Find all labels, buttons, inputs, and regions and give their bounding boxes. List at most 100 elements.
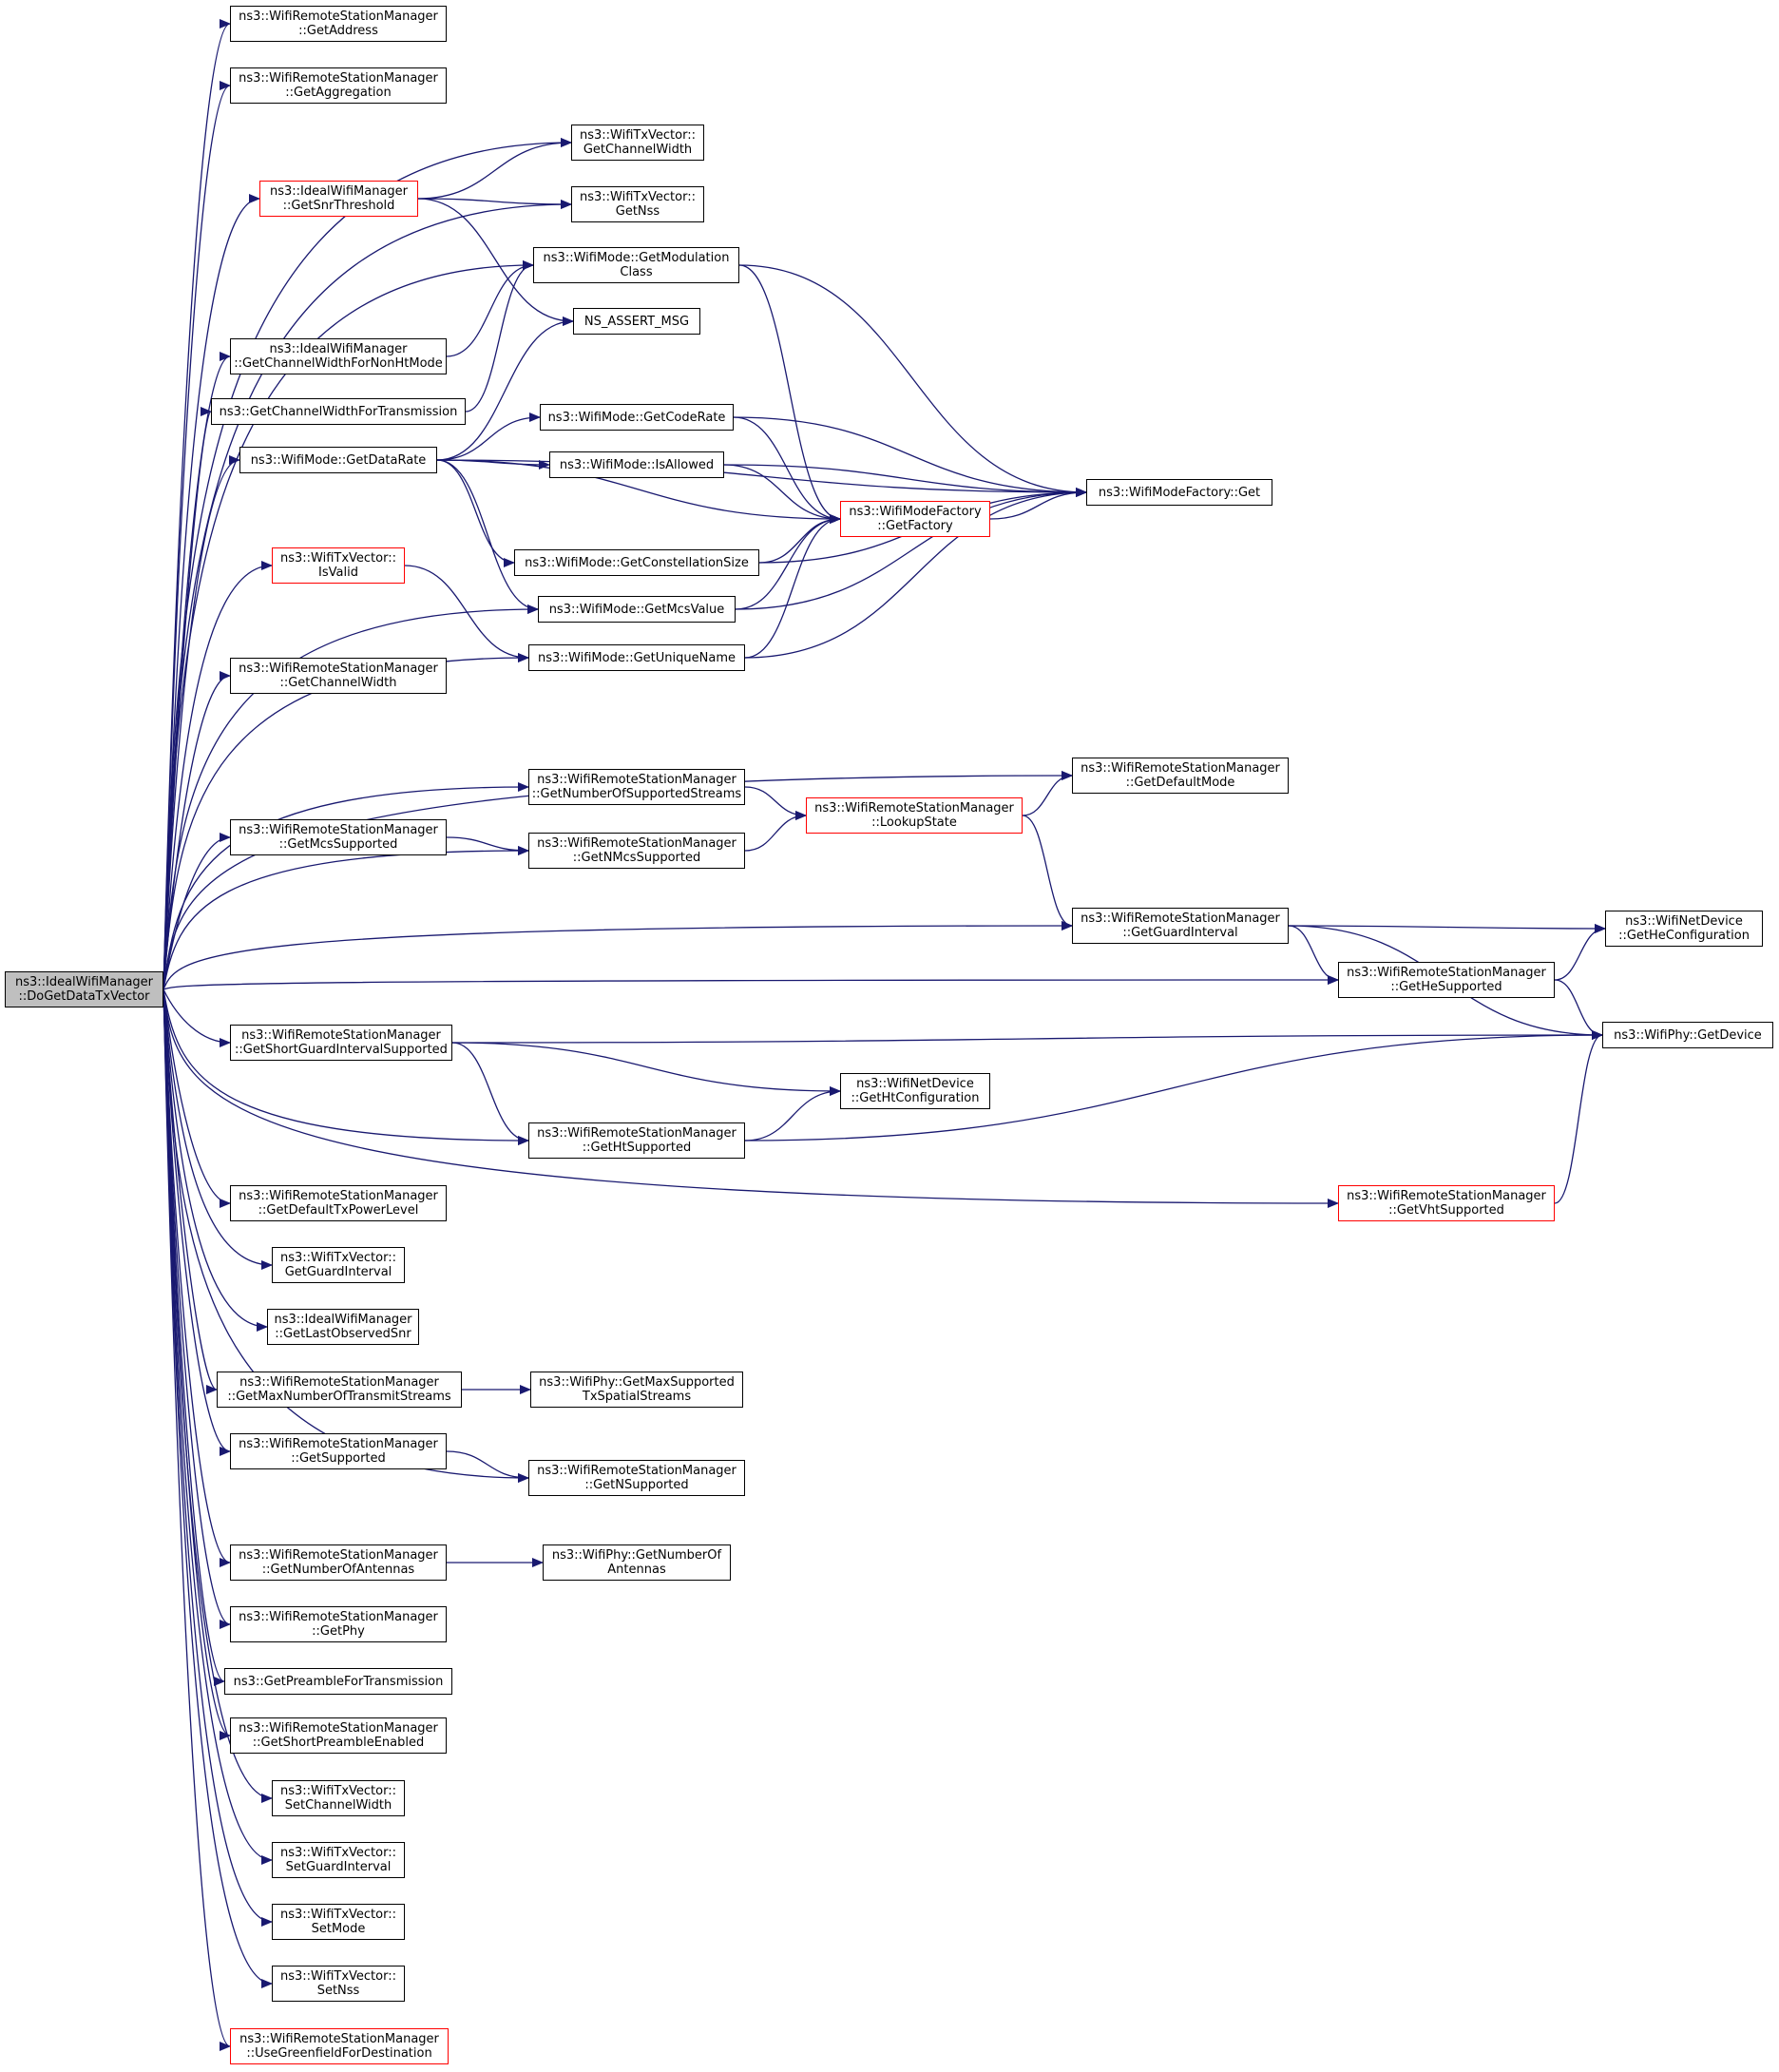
node-getnmcssupported[interactable]: ns3::WifiRemoteStationManager::GetNMcsSu… [528, 833, 745, 869]
node-getnumberofsupportedstreams[interactable]: ns3::WifiRemoteStationManager::GetNumber… [528, 769, 745, 805]
node-label: ns3::WifiRemoteStationManager [537, 836, 736, 851]
node-getpreamblefortransmission[interactable]: ns3::GetPreambleForTransmission [224, 1668, 452, 1695]
edge-n_getdatarate-to-n_getconstellation [436, 459, 515, 567]
node-label: ns3::IdealWifiManager [14, 975, 154, 989]
node-gethesupported[interactable]: ns3::WifiRemoteStationManager::GetHeSupp… [1338, 962, 1555, 998]
edge-n_getchwidthnonht-to-n_getmodulationclass [446, 260, 534, 357]
node-getmcsvalue[interactable]: ns3::WifiMode::GetMcsValue [538, 596, 736, 623]
node-txvector-setmode[interactable]: ns3::WifiTxVector::SetMode [272, 1904, 405, 1940]
node-getdefaulttxpowerlevel[interactable]: ns3::WifiRemoteStationManager::GetDefaul… [230, 1185, 447, 1221]
node-wifimodefactory-get[interactable]: ns3::WifiModeFactory::Get [1086, 479, 1272, 506]
edge-root-to-n_getsgisupported [163, 988, 231, 1047]
node-getaddress[interactable]: ns3::WifiRemoteStationManager::GetAddres… [230, 6, 447, 42]
edge-n_getuniquename-to-n_modefactory_get [744, 488, 1087, 659]
node-getmaxnumberoftransmitstreams[interactable]: ns3::WifiRemoteStationManager::GetMaxNum… [217, 1372, 462, 1408]
node-getnsupported[interactable]: ns3::WifiRemoteStationManager::GetNSuppo… [528, 1460, 745, 1496]
node-txvector-getnss[interactable]: ns3::WifiTxVector::GetNss [571, 186, 704, 222]
edge-n_getconstellation-to-n_getfactory [758, 514, 841, 564]
node-getcoderate[interactable]: ns3::WifiMode::GetCodeRate [540, 404, 734, 431]
edge-root-to-n_getnmcssupported [163, 846, 529, 990]
node-remotestation-getchannelwidth[interactable]: ns3::WifiRemoteStationManager::GetChanne… [230, 658, 447, 694]
node-getchannelwidthfortransmission[interactable]: ns3::GetChannelWidthForTransmission [211, 398, 466, 425]
node-getuniquename[interactable]: ns3::WifiMode::GetUniqueName [528, 644, 745, 671]
node-getsupported[interactable]: ns3::WifiRemoteStationManager::GetSuppor… [230, 1433, 447, 1469]
node-gethtsupported[interactable]: ns3::WifiRemoteStationManager::GetHtSupp… [528, 1122, 745, 1159]
edge-n_getsgisupported-to-n_gethtsupported [451, 1042, 529, 1145]
node-label: ns3::WifiNetDevice [1625, 914, 1743, 929]
node-label: ::GetGuardInterval [1122, 926, 1238, 940]
node-getnumberofantennas[interactable]: ns3::WifiRemoteStationManager::GetNumber… [230, 1544, 447, 1581]
node-label: ns3::WifiRemoteStationManager [239, 1721, 438, 1736]
node-label: Class [620, 265, 653, 279]
node-label: SetGuardInterval [285, 1860, 392, 1874]
node-label: GetGuardInterval [284, 1265, 392, 1279]
node-label: ::GetSnrThreshold [282, 199, 395, 213]
node-label: ns3::WifiPhy::GetDevice [1614, 1027, 1762, 1043]
node-label: ns3::WifiRemoteStationManager [239, 1548, 438, 1563]
node-label: ns3::WifiTxVector:: [279, 1251, 396, 1265]
edge-n_txv_isvalid-to-n_getuniquename [404, 565, 529, 662]
node-getchannelwidthfornonhtmode[interactable]: ns3::IdealWifiManager::GetChannelWidthFo… [230, 338, 447, 374]
node-label: ns3::WifiRemoteStationManager [239, 1189, 438, 1203]
node-label: ns3::WifiMode::GetConstellationSize [525, 555, 749, 570]
node-txvector-getchannelwidth[interactable]: ns3::WifiTxVector::GetChannelWidth [571, 125, 704, 161]
node-txvector-isvalid[interactable]: ns3::WifiTxVector::IsValid [272, 547, 405, 584]
node-label: ns3::WifiMode::GetModulation [543, 251, 730, 265]
node-getsnrthreshold[interactable]: ns3::IdealWifiManager::GetSnrThreshold [259, 181, 418, 217]
node-txvector-setnss[interactable]: ns3::WifiTxVector::SetNss [272, 1966, 405, 2002]
edge-n_gethesupported-to-n_phy_getdevice [1554, 979, 1603, 1040]
node-getheconfiguration[interactable]: ns3::WifiNetDevice::GetHeConfiguration [1605, 911, 1763, 947]
node-root[interactable]: ns3::IdealWifiManager::DoGetDataTxVector [5, 971, 163, 1007]
edge-n_getmcssupported-to-n_getnmcssupported [446, 836, 529, 855]
node-txvector-setchannelwidth[interactable]: ns3::WifiTxVector::SetChannelWidth [272, 1780, 405, 1816]
edge-root-to-n_getsnrthreshold [163, 194, 260, 990]
node-label: ns3::WifiTxVector:: [279, 1784, 396, 1798]
node-label: ns3::WifiRemoteStationManager [537, 1126, 736, 1141]
node-getphy[interactable]: ns3::WifiRemoteStationManager::GetPhy [230, 1606, 447, 1642]
node-label: ns3::WifiMode::GetDataRate [250, 452, 427, 468]
edge-root-to-n_usegreenfield [163, 988, 231, 2051]
node-label: ns3::GetChannelWidthForTransmission [219, 404, 458, 419]
node-label: ::GetNSupported [584, 1478, 689, 1492]
node-label: ns3::IdealWifiManager [274, 1313, 412, 1327]
node-label: ::GetShortGuardIntervalSupported [235, 1043, 448, 1057]
node-getconstellationsize[interactable]: ns3::WifiMode::GetConstellationSize [514, 549, 759, 576]
edge-root-to-n_getmcssupported [163, 833, 231, 990]
node-label: NS_ASSERT_MSG [583, 314, 690, 329]
node-label: ::GetDefaultMode [1125, 776, 1235, 790]
node-getvhtsupported[interactable]: ns3::WifiRemoteStationManager::GetVhtSup… [1338, 1185, 1555, 1221]
node-lookupstate[interactable]: ns3::WifiRemoteStationManager::LookupSta… [806, 797, 1023, 834]
node-label: ns3::WifiRemoteStationManager [239, 823, 438, 837]
node-label: ns3::WifiMode::IsAllowed [559, 457, 715, 472]
node-isallowed[interactable]: ns3::WifiMode::IsAllowed [549, 451, 724, 478]
node-label: ::GetPhy [312, 1624, 365, 1639]
node-label: ::GetMcsSupported [278, 837, 398, 852]
node-gethtconfiguration[interactable]: ns3::WifiNetDevice::GetHtConfiguration [840, 1073, 990, 1109]
node-ns-assert-msg[interactable]: NS_ASSERT_MSG [573, 308, 700, 335]
node-getshortpreambleenabled[interactable]: ns3::WifiRemoteStationManager::GetShortP… [230, 1717, 447, 1754]
node-getaggregation[interactable]: ns3::WifiRemoteStationManager::GetAggreg… [230, 67, 447, 104]
node-label: SetChannelWidth [284, 1798, 392, 1813]
node-label: ns3::WifiRemoteStationManager [239, 1610, 438, 1624]
node-label: ::GetHeSupported [1390, 980, 1502, 994]
edge-n_getchwidthtx-to-n_getmodulationclass [465, 260, 534, 412]
node-label: ns3::WifiTxVector:: [279, 1969, 396, 1984]
node-getdatarate[interactable]: ns3::WifiMode::GetDataRate [239, 447, 437, 473]
node-getguardinterval[interactable]: ns3::WifiRemoteStationManager::GetGuardI… [1072, 908, 1289, 944]
node-getfactory[interactable]: ns3::WifiModeFactory::GetFactory [840, 501, 990, 537]
node-label: ns3::WifiMode::GetCodeRate [547, 410, 726, 425]
node-txvector-getguardinterval[interactable]: ns3::WifiTxVector::GetGuardInterval [272, 1247, 405, 1283]
node-getdefaultmode[interactable]: ns3::WifiRemoteStationManager::GetDefaul… [1072, 758, 1289, 794]
node-getlastobservedsnr[interactable]: ns3::IdealWifiManager::GetLastObservedSn… [267, 1309, 419, 1345]
node-usegreenfieldfordestination[interactable]: ns3::WifiRemoteStationManager::UseGreenf… [230, 2028, 449, 2064]
node-txvector-setguardinterval[interactable]: ns3::WifiTxVector::SetGuardInterval [272, 1842, 405, 1878]
node-getmcssupported[interactable]: ns3::WifiRemoteStationManager::GetMcsSup… [230, 819, 447, 855]
node-label: ns3::WifiRemoteStationManager [814, 801, 1014, 815]
node-label: ns3::WifiPhy::GetMaxSupported [539, 1375, 735, 1390]
node-getshortguardintervalsupported[interactable]: ns3::WifiRemoteStationManager::GetShortG… [230, 1025, 452, 1061]
node-wifiphy-getdevice[interactable]: ns3::WifiPhy::GetDevice [1602, 1022, 1773, 1048]
edge-n_getguardinterval-to-n_gethesupported [1288, 925, 1339, 985]
